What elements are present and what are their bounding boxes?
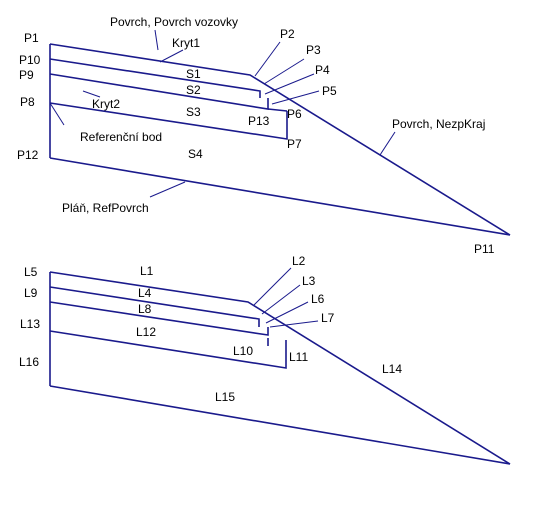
line-l1-l14 xyxy=(49,271,511,465)
line-label-l2: L2 xyxy=(292,254,306,268)
line-label-l8: L8 xyxy=(138,302,152,316)
leader-p2 xyxy=(254,41,281,77)
note-povrch-nezpkraj: Povrch, NezpKraj xyxy=(392,117,485,131)
line-l8 xyxy=(49,301,269,336)
leader-p5 xyxy=(271,90,320,105)
bottom-cross-section xyxy=(49,271,511,465)
point-label-p9: P9 xyxy=(19,68,34,82)
point-label-p6: P6 xyxy=(287,107,302,121)
line-l9-l4 xyxy=(49,286,260,327)
line-label-l15: L15 xyxy=(215,390,235,404)
note-kryt1: Kryt1 xyxy=(172,36,200,50)
note-povrch-vozovky: Povrch, Povrch vozovky xyxy=(110,15,238,29)
point-label-p8: P8 xyxy=(20,95,35,109)
leader-l2 xyxy=(253,267,292,306)
surface-label-s3: S3 xyxy=(186,105,201,119)
top-labels: P1 P10 P9 P8 P12 P2 P3 P4 P5 P6 P7 P13 P… xyxy=(17,15,495,256)
leader-l6 xyxy=(265,301,309,324)
point-label-p2: P2 xyxy=(280,27,295,41)
layer-line-p13-p6 xyxy=(267,108,288,112)
line-label-l14: L14 xyxy=(382,362,402,376)
leader-kryt1 xyxy=(159,49,184,63)
leader-nezpkraj xyxy=(379,131,396,156)
line-label-l7: L7 xyxy=(321,311,335,325)
leader-l7 xyxy=(269,320,319,328)
layer-line-p10 xyxy=(49,58,261,98)
line-label-l6: L6 xyxy=(311,292,325,306)
point-label-p13: P13 xyxy=(248,114,270,128)
leader-l3 xyxy=(261,284,301,315)
point-label-p10: P10 xyxy=(19,53,41,67)
line-label-l10: L10 xyxy=(233,344,253,358)
point-label-p5: P5 xyxy=(322,84,337,98)
leader-plan xyxy=(149,181,186,198)
top-cross-section xyxy=(49,43,511,236)
layer-line-p9 xyxy=(49,73,269,110)
layer-line-p8 xyxy=(49,102,288,140)
point-label-p1: P1 xyxy=(24,31,39,45)
surface-label-s2: S2 xyxy=(186,83,201,97)
line-label-l13: L13 xyxy=(20,317,40,331)
line-label-l4: L4 xyxy=(138,286,152,300)
surface-label-s4: S4 xyxy=(188,147,203,161)
line-l15 xyxy=(49,385,511,465)
top-leaders xyxy=(49,29,396,198)
line-label-l12: L12 xyxy=(136,325,156,339)
point-label-p11: P11 xyxy=(474,242,495,256)
point-label-p3: P3 xyxy=(306,43,321,57)
line-label-l16: L16 xyxy=(19,355,39,369)
point-label-p12: P12 xyxy=(17,148,39,162)
leader-p4 xyxy=(264,73,315,95)
line-label-l11: L11 xyxy=(289,350,308,364)
leader-p3 xyxy=(263,58,305,85)
line-label-l3: L3 xyxy=(302,274,316,288)
bottom-labels: L5 L9 L13 L16 L1 L4 L8 L12 L15 L2 L3 L6 … xyxy=(19,254,402,404)
leader-povrch xyxy=(154,29,159,51)
line-label-l5: L5 xyxy=(24,265,38,279)
point-label-p7: P7 xyxy=(287,137,302,151)
note-plan-refpovrch: Pláň, RefPovrch xyxy=(62,201,149,215)
surface-line-p1-p11 xyxy=(49,43,511,236)
line-label-l1: L1 xyxy=(140,264,154,278)
leader-ref-bod xyxy=(49,102,65,126)
bottom-leaders xyxy=(253,267,319,328)
note-referencni-bod: Referenční bod xyxy=(80,130,162,144)
leader-kryt2 xyxy=(82,90,101,98)
point-label-p4: P4 xyxy=(315,63,330,77)
note-kryt2: Kryt2 xyxy=(92,97,120,111)
line-label-l9: L9 xyxy=(24,286,38,300)
surface-label-s1: S1 xyxy=(186,67,201,81)
subgrade-line-p12-p11 xyxy=(49,157,511,236)
line-l13-l12 xyxy=(49,330,287,369)
